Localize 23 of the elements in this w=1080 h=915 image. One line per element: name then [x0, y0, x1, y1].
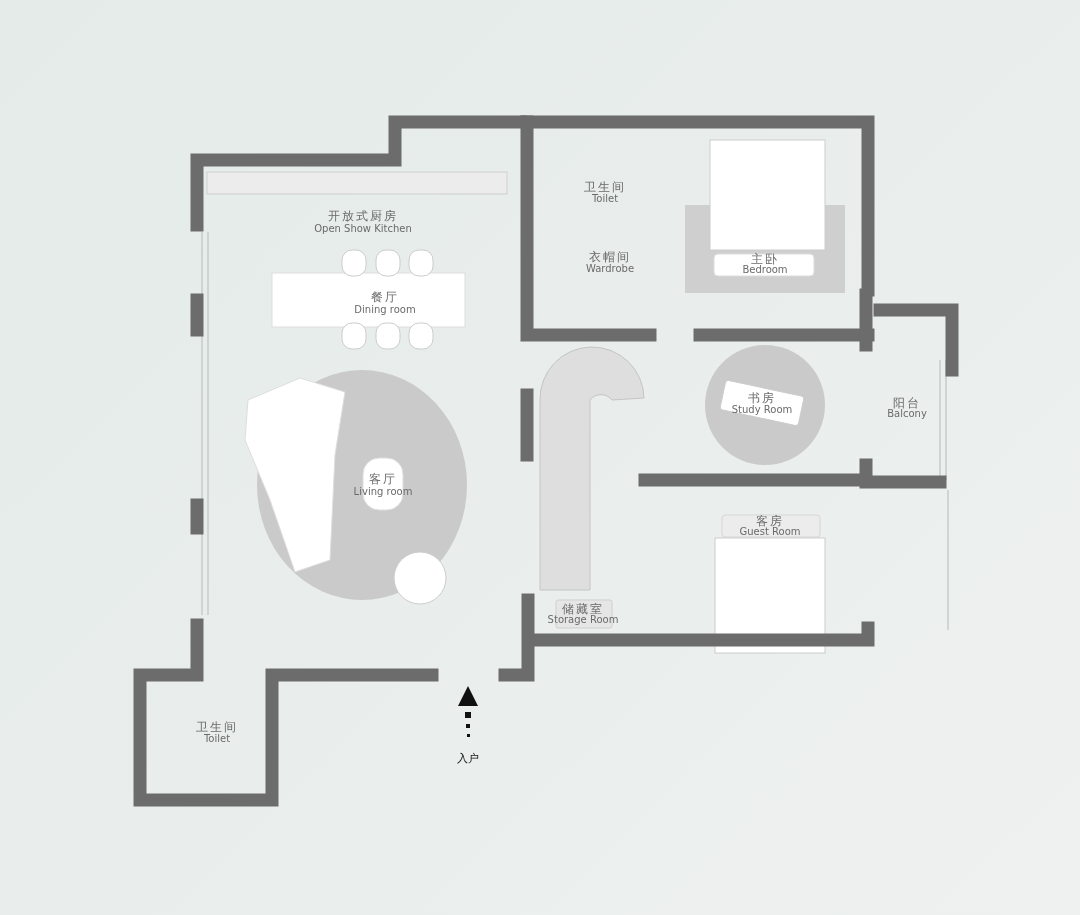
- room-label: 卫生间: [196, 721, 238, 733]
- entrance-label: 入户: [457, 752, 479, 764]
- room-label: Wardrobe: [585, 264, 635, 274]
- room-label: 客厅: [369, 473, 397, 485]
- room-label: 衣帽间: [589, 251, 631, 263]
- room-label: Dining room: [354, 305, 416, 315]
- room-label: 主卧: [751, 253, 779, 265]
- room-label: 储藏室: [562, 603, 604, 615]
- room-label: Toilet: [591, 194, 619, 204]
- room-label: 餐厅: [371, 291, 399, 303]
- room-label: Study Room: [731, 405, 793, 415]
- room-label: 书房: [748, 392, 776, 404]
- room-label: Toilet: [203, 734, 231, 744]
- room-label: 阳台: [893, 397, 921, 409]
- room-label: Open Show Kitchen: [314, 224, 412, 234]
- room-label: Living room: [353, 487, 413, 497]
- room-label: 卫生间: [584, 181, 626, 193]
- room-label: Storage Room: [547, 615, 619, 625]
- room-label: Balcony: [887, 409, 927, 419]
- room-label: Bedroom: [742, 265, 788, 275]
- room-label: 开放式厨房: [328, 210, 398, 222]
- room-label: 客房: [756, 515, 784, 527]
- room-label: Guest Room: [739, 527, 801, 537]
